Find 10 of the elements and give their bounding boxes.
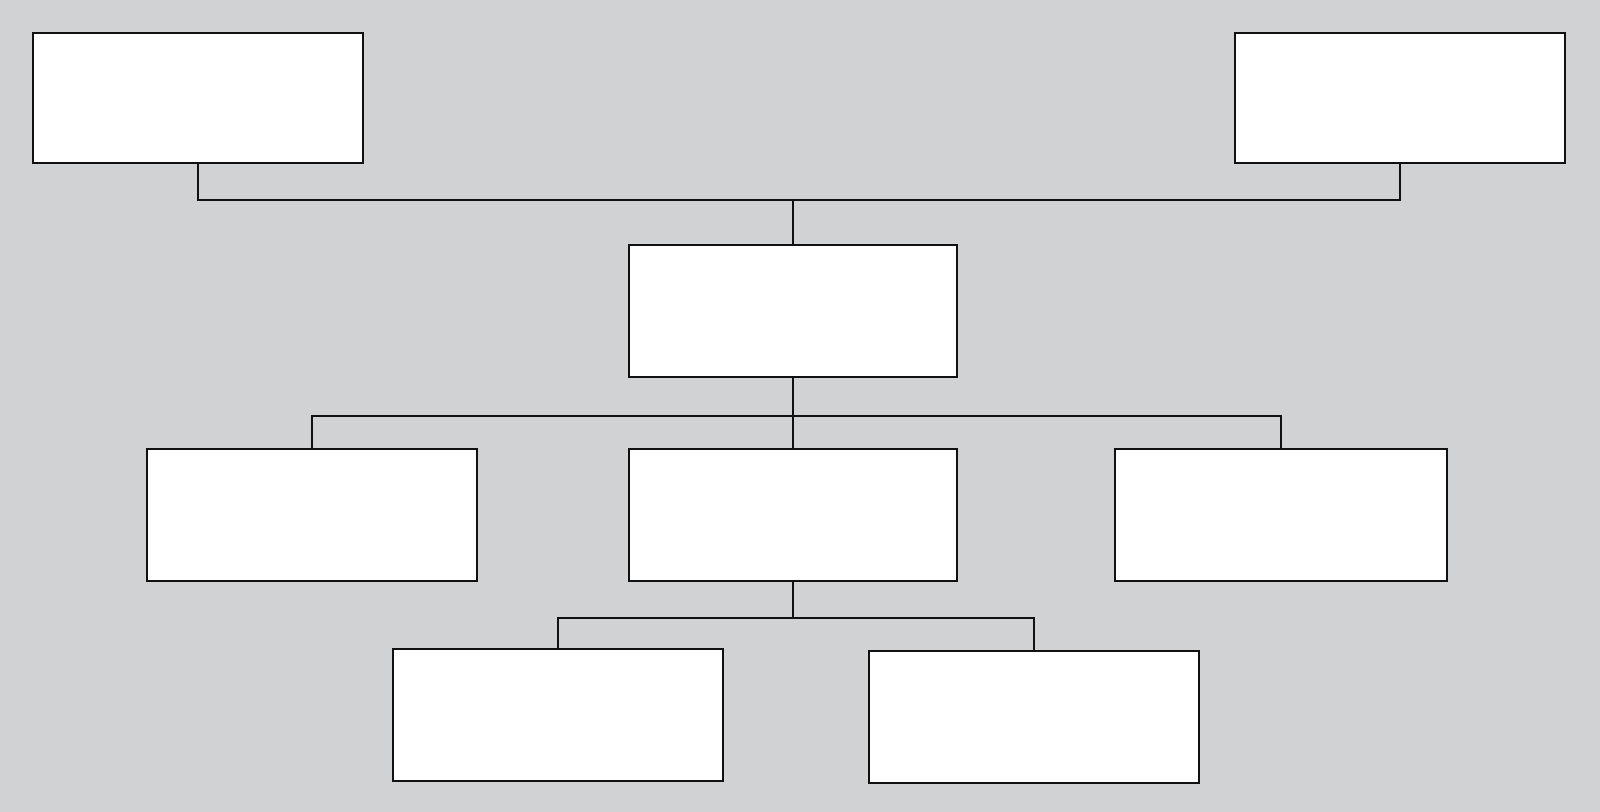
org-chart-box	[628, 448, 958, 582]
org-chart-box	[146, 448, 478, 582]
org-chart-box	[628, 244, 958, 378]
org-chart-box	[1234, 32, 1566, 164]
org-chart-box	[868, 650, 1200, 784]
org-chart-box	[392, 648, 724, 782]
connector-line	[792, 581, 1035, 651]
connector-line	[792, 377, 1282, 449]
org-chart-box	[32, 32, 364, 164]
org-chart-box	[1114, 448, 1448, 582]
